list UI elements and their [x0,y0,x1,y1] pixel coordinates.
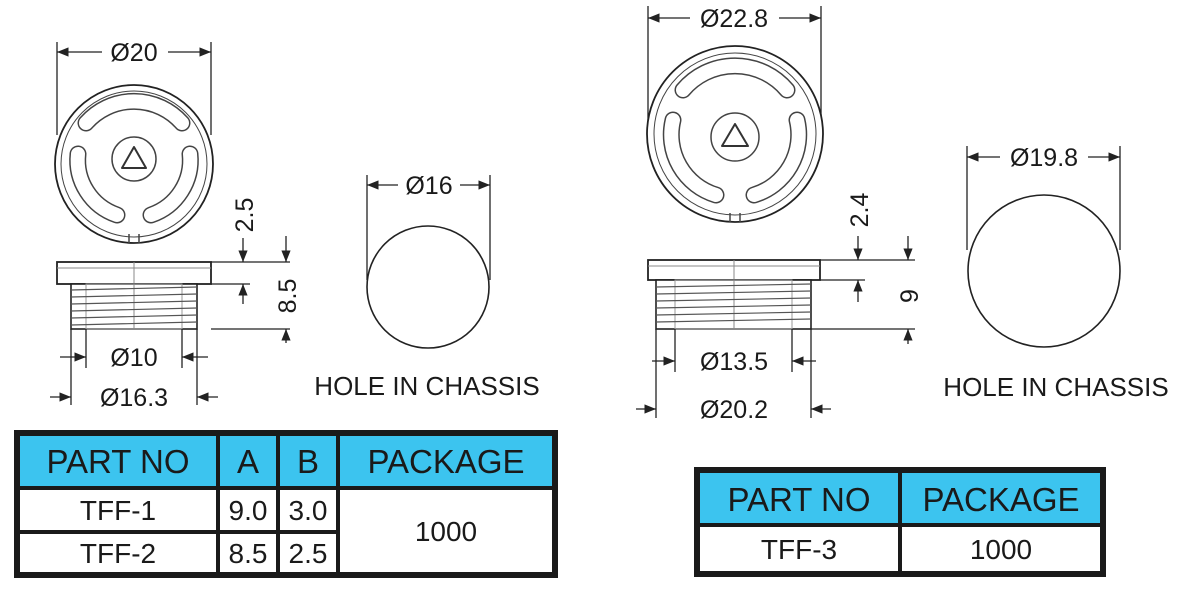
right-hole-view: Ø19.8 HOLE IN CHASSIS [943,144,1168,402]
right-table-row1-part: TFF-3 [761,534,837,565]
right-hole-caption: HOLE IN CHASSIS [943,372,1168,402]
left-table-row2-a: 8.5 [229,538,268,569]
left-part-drawing: Ø20 [50,39,540,412]
right-total-height-label: 9 [896,289,924,303]
left-table-row2-part: TFF-2 [80,538,156,569]
right-head-height-label: 2.4 [846,193,874,228]
left-total-height-label: 8.5 [274,279,302,314]
right-thread-inner-label: Ø13.5 [700,348,768,376]
left-table-row1-part: TFF-1 [80,495,156,526]
left-table-row1-b: 3.0 [289,495,328,526]
left-cap-diameter-label: Ø20 [110,39,157,67]
left-thread-outer-label: Ø16.3 [100,384,168,412]
right-table-header-partno: PART NO [727,481,870,518]
left-table-header-b: B [297,443,319,480]
left-table-header-partno: PART NO [46,443,189,480]
left-table-header-package: PACKAGE [367,443,524,480]
right-parts-table: PART NO PACKAGE TFF-3 1000 [694,467,1106,577]
left-hole-diameter-label: Ø16 [405,172,452,200]
left-table-header-a: A [237,443,259,480]
right-part-drawing: Ø22.8 [636,5,1169,424]
left-head-height-label: 2.5 [231,198,259,233]
left-thread-inner-label: Ø10 [110,344,157,372]
left-hole-caption: HOLE IN CHASSIS [314,371,539,401]
right-side-view: 2.4 9 Ø13.5 Ø20.2 [636,193,924,424]
right-table-header-package: PACKAGE [922,481,1079,518]
right-thread-outer-label: Ø20.2 [700,396,768,424]
left-parts-table: PART NO A B PACKAGE TFF-1 9.0 3.0 TFF-2 … [14,430,558,578]
left-side-view: 2.5 8.5 Ø10 Ø16.3 [50,198,302,412]
left-top-view: Ø20 [54,39,214,244]
left-table-row1-a: 9.0 [229,495,268,526]
right-top-view: Ø22.8 [646,5,824,223]
left-hole-view: Ø16 HOLE IN CHASSIS [314,172,539,401]
left-table-package: 1000 [415,516,477,547]
right-table-row1-package: 1000 [970,534,1032,565]
right-cap-diameter-label: Ø22.8 [700,5,768,33]
right-hole-diameter-label: Ø19.8 [1010,144,1078,172]
left-table-row2-b: 2.5 [289,538,328,569]
